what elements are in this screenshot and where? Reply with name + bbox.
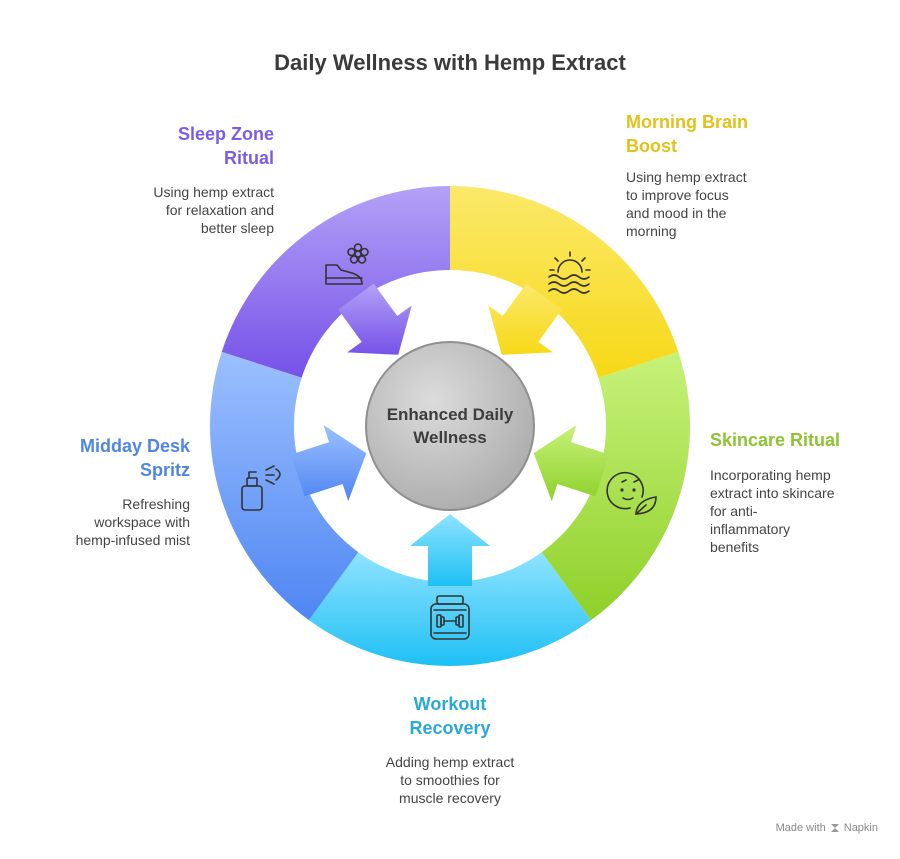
workout-segment bbox=[308, 552, 592, 666]
napkin-brand-label: Napkin bbox=[843, 822, 878, 834]
skincare-arrow bbox=[533, 425, 609, 502]
sleep-heading: Sleep Zone Ritual bbox=[110, 122, 274, 170]
sunrise-over-water-icon bbox=[548, 251, 591, 294]
workout-desc-line: to smoothies for bbox=[400, 772, 500, 788]
slipper-flower-icon bbox=[325, 243, 369, 285]
morning-segment bbox=[450, 186, 679, 378]
midday-desc-line: workspace with bbox=[94, 514, 190, 530]
workout-description: Adding hemp extract to smoothies for mus… bbox=[350, 753, 550, 807]
morning-desc-line: to improve focus bbox=[626, 187, 729, 203]
sleep-desc-line: Using hemp extract bbox=[153, 184, 274, 200]
midday-arrow bbox=[291, 425, 367, 502]
skincare-heading: Skincare Ritual bbox=[710, 428, 890, 452]
morning-heading-line2: Boost bbox=[626, 136, 677, 156]
diagram-title: Daily Wellness with Hemp Extract bbox=[274, 50, 626, 75]
morning-desc-line: and mood in the bbox=[626, 205, 727, 221]
sleep-desc-line: better sleep bbox=[200, 220, 274, 236]
midday-heading: Midday Desk Spritz bbox=[40, 434, 190, 482]
morning-heading: Morning Brain Boost bbox=[626, 110, 826, 158]
workout-heading-line2: Recovery bbox=[409, 718, 491, 738]
morning-description: Using hemp extract to improve focus and … bbox=[626, 168, 826, 240]
midday-desc-line: hemp-infused mist bbox=[75, 532, 190, 548]
skincare-desc-line: for anti- bbox=[710, 503, 758, 519]
dumbbell-jar-icon bbox=[430, 595, 470, 640]
center-circle bbox=[365, 341, 535, 511]
sleep-heading-line1: Sleep Zone bbox=[177, 124, 274, 144]
skincare-segment bbox=[541, 351, 690, 621]
morning-desc-line: morning bbox=[626, 223, 677, 239]
morning-desc-line: Using hemp extract bbox=[626, 169, 747, 185]
morning-heading-line1: Morning Brain bbox=[626, 112, 748, 132]
workout-desc-line: muscle recovery bbox=[399, 790, 501, 806]
workout-desc-line: Adding hemp extract bbox=[385, 754, 515, 770]
center-label-line1: Enhanced Daily bbox=[387, 405, 514, 424]
skincare-description: Incorporating hemp extract into skincare… bbox=[710, 466, 890, 556]
sleep-segment bbox=[221, 186, 450, 378]
skincare-desc-line: extract into skincare bbox=[710, 485, 835, 501]
workout-heading: Workout Recovery bbox=[350, 692, 550, 740]
center-label-line2: Wellness bbox=[413, 428, 486, 447]
sleep-arrow bbox=[338, 283, 412, 355]
skincare-desc-line: inflammatory bbox=[710, 521, 791, 537]
midday-heading-line1: Midday Desk bbox=[79, 436, 190, 456]
skincare-heading-line1: Skincare Ritual bbox=[710, 430, 841, 450]
workout-arrow bbox=[410, 514, 490, 586]
napkin-logo-icon bbox=[830, 824, 839, 832]
sleep-description: Using hemp extract for relaxation and be… bbox=[110, 183, 274, 237]
midday-heading-line2: Spritz bbox=[139, 460, 190, 480]
made-with-label: Made with bbox=[775, 822, 826, 834]
sleep-heading-line2: Ritual bbox=[223, 148, 274, 168]
face-leaf-icon bbox=[606, 471, 657, 515]
made-with-napkin-badge[interactable]: Made with Napkin bbox=[776, 822, 878, 834]
skincare-desc-line: benefits bbox=[710, 539, 760, 555]
midday-desc-line: Refreshing bbox=[122, 496, 190, 512]
skincare-desc-line: Incorporating hemp bbox=[710, 467, 831, 483]
spray-bottle-icon bbox=[241, 465, 281, 511]
morning-arrow bbox=[488, 283, 562, 355]
midday-segment bbox=[210, 351, 359, 621]
sleep-desc-line: for relaxation and bbox=[165, 202, 274, 218]
midday-description: Refreshing workspace with hemp-infused m… bbox=[40, 495, 190, 549]
workout-heading-line1: Workout bbox=[413, 694, 487, 714]
